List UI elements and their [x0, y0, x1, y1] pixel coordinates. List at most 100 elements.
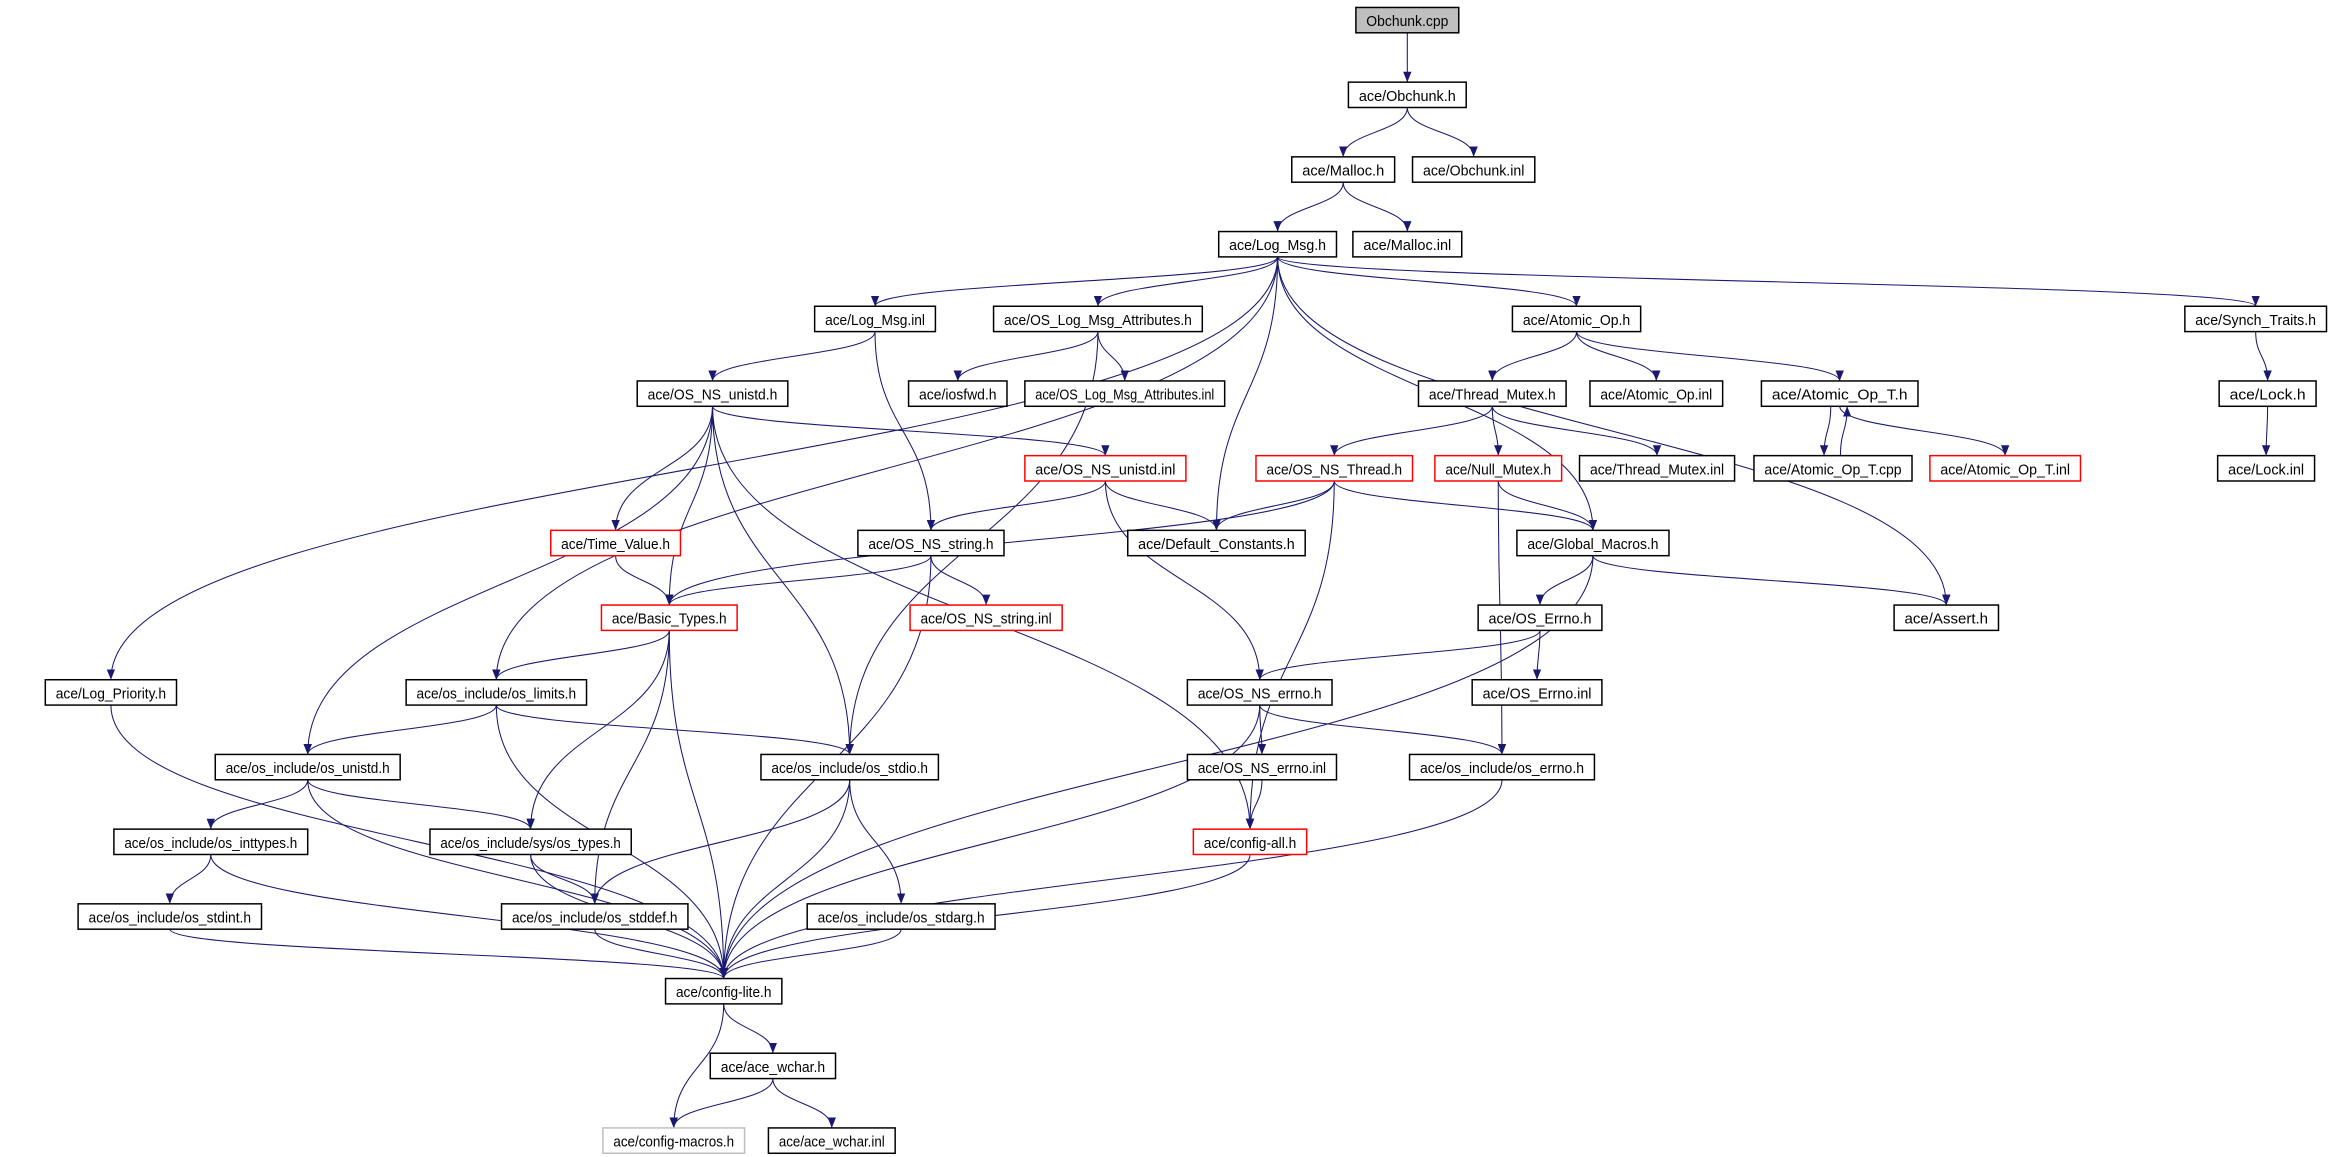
node-box	[1511, 305, 1642, 333]
node-label: ace/OS_NS_unistd.inl	[1035, 462, 1175, 478]
node-box	[1186, 753, 1338, 781]
node-label: ace/config-lite.h	[676, 985, 771, 1001]
edge-config-lite-h-to-config-macros-h	[669, 1003, 725, 1128]
edge-os-ns-errno-h-to-config-lite-h	[719, 705, 1261, 979]
node-ace-wchar-h[interactable]: ace/ace_wchar.h	[709, 1052, 837, 1080]
node-os-ns-unistd-inl[interactable]: ace/OS_NS_unistd.inl	[1024, 454, 1187, 482]
node-obchunk-cpp[interactable]: Obchunk.cpp	[1355, 6, 1460, 34]
edge-obchunk-h-to-obchunk-inl	[1406, 107, 1478, 157]
node-config-macros-h[interactable]: ace/config-macros.h	[602, 1127, 746, 1155]
node-label: ace/Synch_Traits.h	[2195, 313, 2316, 329]
node-box	[636, 380, 789, 408]
node-atomic-op-inl[interactable]: ace/Atomic_Op.inl	[1589, 380, 1724, 408]
node-atomic-op-t-cpp[interactable]: ace/Atomic_Op_T.cpp	[1753, 454, 1913, 482]
node-os-stddef-h[interactable]: ace/os_include/os_stddef.h	[500, 903, 689, 930]
edge-thread-mutex-h-to-null-mutex-h	[1491, 406, 1503, 456]
node-label: ace/Log_Priority.h	[56, 686, 166, 702]
edge-os-ns-thread-h-to-default-constants-h	[1212, 480, 1335, 531]
node-atomic-op-h[interactable]: ace/Atomic_Op.h	[1511, 305, 1642, 333]
node-lock-inl[interactable]: ace/Lock.inl	[2216, 454, 2316, 482]
edge-atomic-op-h-to-thread-mutex-h	[1488, 331, 1578, 382]
node-os-ns-errno-h[interactable]: ace/OS_NS_errno.h	[1186, 678, 1333, 706]
node-log-msg-inl[interactable]: ace/Log_Msg.inl	[813, 305, 937, 333]
node-log-msg-h[interactable]: ace/Log_Msg.h	[1217, 230, 1338, 258]
edge-os-stdarg-h-to-config-lite-h	[719, 929, 902, 979]
node-box	[992, 305, 1204, 333]
node-os-stdarg-h[interactable]: ace/os_include/os_stdarg.h	[806, 903, 996, 930]
node-iosfwd-h[interactable]: ace/iosfwd.h	[907, 380, 1008, 408]
edge-os-unistd-h-to-config-lite-h	[307, 779, 728, 979]
node-box	[2218, 380, 2317, 408]
node-label: ace/Lock.inl	[2228, 462, 2304, 478]
node-box	[1929, 454, 2082, 482]
node-label: ace/OS_NS_unistd.h	[648, 388, 778, 404]
node-synch-traits-h[interactable]: ace/Synch_Traits.h	[2184, 305, 2328, 333]
node-atomic-op-t-inl[interactable]: ace/Atomic_Op_T.inl	[1929, 454, 2082, 482]
edge-atomic-op-h-to-atomic-op-t-h	[1576, 331, 1844, 382]
node-box	[760, 753, 940, 781]
node-os-unistd-h[interactable]: ace/os_include/os_unistd.h	[214, 753, 401, 781]
edge-os-inc-errno-h-to-config-lite-h	[719, 779, 1503, 979]
node-os-ns-string-h[interactable]: ace/OS_NS_string.h	[857, 529, 1005, 557]
edge-thread-mutex-h-to-os-ns-thread-h	[1330, 406, 1493, 456]
node-config-lite-h[interactable]: ace/config-lite.h	[664, 977, 783, 1005]
node-os-limits-h[interactable]: ace/os_include/os_limits.h	[405, 678, 588, 706]
node-label: ace/config-macros.h	[613, 1135, 734, 1151]
node-sys-os-types-h[interactable]: ace/os_include/sys/os_types.h	[429, 828, 633, 856]
node-basic-types-h[interactable]: ace/Basic_Types.h	[600, 604, 738, 632]
node-thread-mutex-inl[interactable]: ace/Thread_Mutex.inl	[1578, 454, 1736, 482]
edge-thread-mutex-h-to-thread-mutex-inl	[1491, 406, 1662, 456]
node-os-log-attr-inl[interactable]: ace/OS_Log_Msg_Attributes.inl	[1024, 380, 1226, 408]
node-box	[1127, 529, 1306, 557]
node-os-inc-errno-h[interactable]: ace/os_include/os_errno.h	[1408, 753, 1596, 781]
edge-os-log-attr-h-to-iosfwd-h	[953, 331, 1099, 382]
node-box	[1291, 156, 1396, 183]
node-os-ns-thread-h[interactable]: ace/OS_NS_Thread.h	[1255, 454, 1414, 482]
node-box	[1024, 380, 1226, 408]
node-default-constants-h[interactable]: ace/Default_Constants.h	[1127, 529, 1306, 557]
node-box	[857, 529, 1005, 557]
node-os-ns-string-inl[interactable]: ace/OS_NS_string.inl	[909, 604, 1063, 632]
node-log-priority-h[interactable]: ace/Log_Priority.h	[44, 678, 178, 706]
node-os-stdint-h[interactable]: ace/os_include/os_stdint.h	[77, 903, 263, 930]
node-label: ace/OS_Log_Msg_Attributes.inl	[1035, 388, 1214, 404]
edge-os-ns-unistd-inl-to-os-ns-string-h	[926, 480, 1106, 531]
node-malloc-h[interactable]: ace/Malloc.h	[1291, 156, 1396, 183]
node-box	[813, 305, 937, 333]
node-box	[600, 604, 738, 632]
node-os-ns-unistd-h[interactable]: ace/OS_NS_unistd.h	[636, 380, 789, 408]
node-os-errno-inl[interactable]: ace/OS_Errno.inl	[1471, 678, 1603, 706]
node-config-all-h[interactable]: ace/config-all.h	[1192, 828, 1308, 856]
node-label: ace/OS_Errno.inl	[1483, 686, 1592, 702]
node-box	[909, 604, 1063, 632]
edge-os-ns-unistd-h-to-os-ns-unistd-inl	[711, 406, 1110, 456]
edge-basic-types-h-to-os-stddef-h	[590, 630, 670, 904]
node-lock-h[interactable]: ace/Lock.h	[2218, 380, 2317, 408]
node-obchunk-inl[interactable]: ace/Obchunk.inl	[1411, 156, 1536, 183]
node-box	[1753, 454, 1913, 482]
edge-log-msg-inl-to-os-ns-unistd-h	[708, 331, 876, 382]
node-os-stdio-h[interactable]: ace/os_include/os_stdio.h	[760, 753, 940, 781]
node-box	[1355, 6, 1460, 34]
edge-basic-types-h-to-os-limits-h	[492, 630, 670, 680]
node-box	[1352, 230, 1463, 258]
node-null-mutex-h[interactable]: ace/Null_Mutex.h	[1434, 454, 1563, 482]
node-assert-h[interactable]: ace/Assert.h	[1893, 604, 2000, 632]
node-box	[1589, 380, 1724, 408]
node-box	[664, 977, 783, 1005]
node-os-ns-errno-inl[interactable]: ace/OS_NS_errno.inl	[1186, 753, 1338, 781]
node-os-inttypes-h[interactable]: ace/os_include/os_inttypes.h	[113, 828, 309, 856]
node-box	[214, 753, 401, 781]
node-os-errno-h[interactable]: ace/OS_Errno.h	[1477, 604, 1603, 632]
edge-log-msg-h-to-os-log-attr-h	[1093, 256, 1279, 307]
node-malloc-inl[interactable]: ace/Malloc.inl	[1352, 230, 1463, 258]
node-thread-mutex-h[interactable]: ace/Thread_Mutex.h	[1417, 380, 1567, 408]
edge-os-limits-h-to-os-stdio-h	[495, 704, 854, 755]
node-atomic-op-t-h[interactable]: ace/Atomic_Op_T.h	[1760, 380, 1919, 408]
node-obchunk-h[interactable]: ace/Obchunk.h	[1347, 81, 1467, 109]
node-time-value-h[interactable]: ace/Time_Value.h	[549, 529, 682, 557]
node-os-log-attr-h[interactable]: ace/OS_Log_Msg_Attributes.h	[992, 305, 1204, 333]
node-global-macros-h[interactable]: ace/Global_Macros.h	[1516, 529, 1670, 557]
node-ace-wchar-inl[interactable]: ace/ace_wchar.inl	[767, 1127, 896, 1155]
edge-malloc-h-to-malloc-inl	[1342, 182, 1412, 232]
